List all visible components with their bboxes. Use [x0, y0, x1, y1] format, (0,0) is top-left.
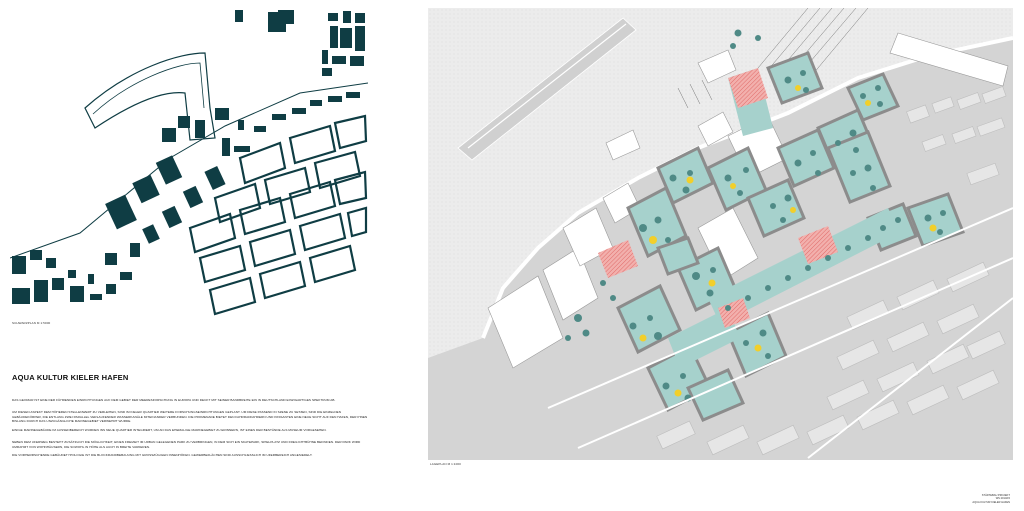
streets — [547, 207, 1013, 459]
description-paragraph: EINIGE MARINEGEBÄUDE IM AUSSENBEREICH WU… — [12, 428, 327, 432]
pier — [457, 17, 637, 161]
yellow-plazas — [639, 85, 937, 397]
credit-line: STÄDTEBAU PROJEKT — [981, 494, 1010, 497]
credits-block: STÄDTEBAU PROJEKT WS 2014/15 AQUA KULTUR… — [950, 494, 1010, 504]
building-cluster-quarter — [105, 92, 360, 265]
urban-blocks-outline — [188, 114, 368, 316]
description-paragraph: DAS GEOMAR IST EINE DER FÜHRENDEN EINRIC… — [12, 398, 336, 402]
play-areas — [598, 68, 838, 328]
scale-label-left: SCHWARZPLAN M 1:5000 — [12, 321, 51, 325]
trees — [565, 29, 946, 402]
description-paragraph: DIE VORHERRSCHENDE GEBÄUDETYPOLOGIE IST … — [12, 453, 313, 457]
jetties — [677, 8, 869, 109]
description-paragraph: NEBEN DEM UFERWEG BESTEHT ZUSÄTZLICH DIE… — [12, 440, 361, 449]
existing-buildings — [656, 86, 1007, 456]
waterfront-buildings — [487, 32, 1009, 369]
building-cluster-west — [12, 250, 132, 304]
scale-label-right: LAGEPLAN M 1:1000 — [430, 462, 461, 466]
site-plan — [428, 8, 1013, 460]
figure-ground-plan — [10, 8, 368, 322]
description-paragraph: UM DIESEN ASPEKT DEM HÖHEREN STELLENWERT… — [12, 410, 368, 424]
building-cluster-north — [235, 10, 365, 76]
credit-line: WS 2014/15 — [995, 497, 1010, 501]
credit-line: AQUA KULTUR KIELER HAFEN — [972, 500, 1010, 504]
project-title: AQUA KULTUR KIELER HAFEN — [12, 373, 129, 382]
